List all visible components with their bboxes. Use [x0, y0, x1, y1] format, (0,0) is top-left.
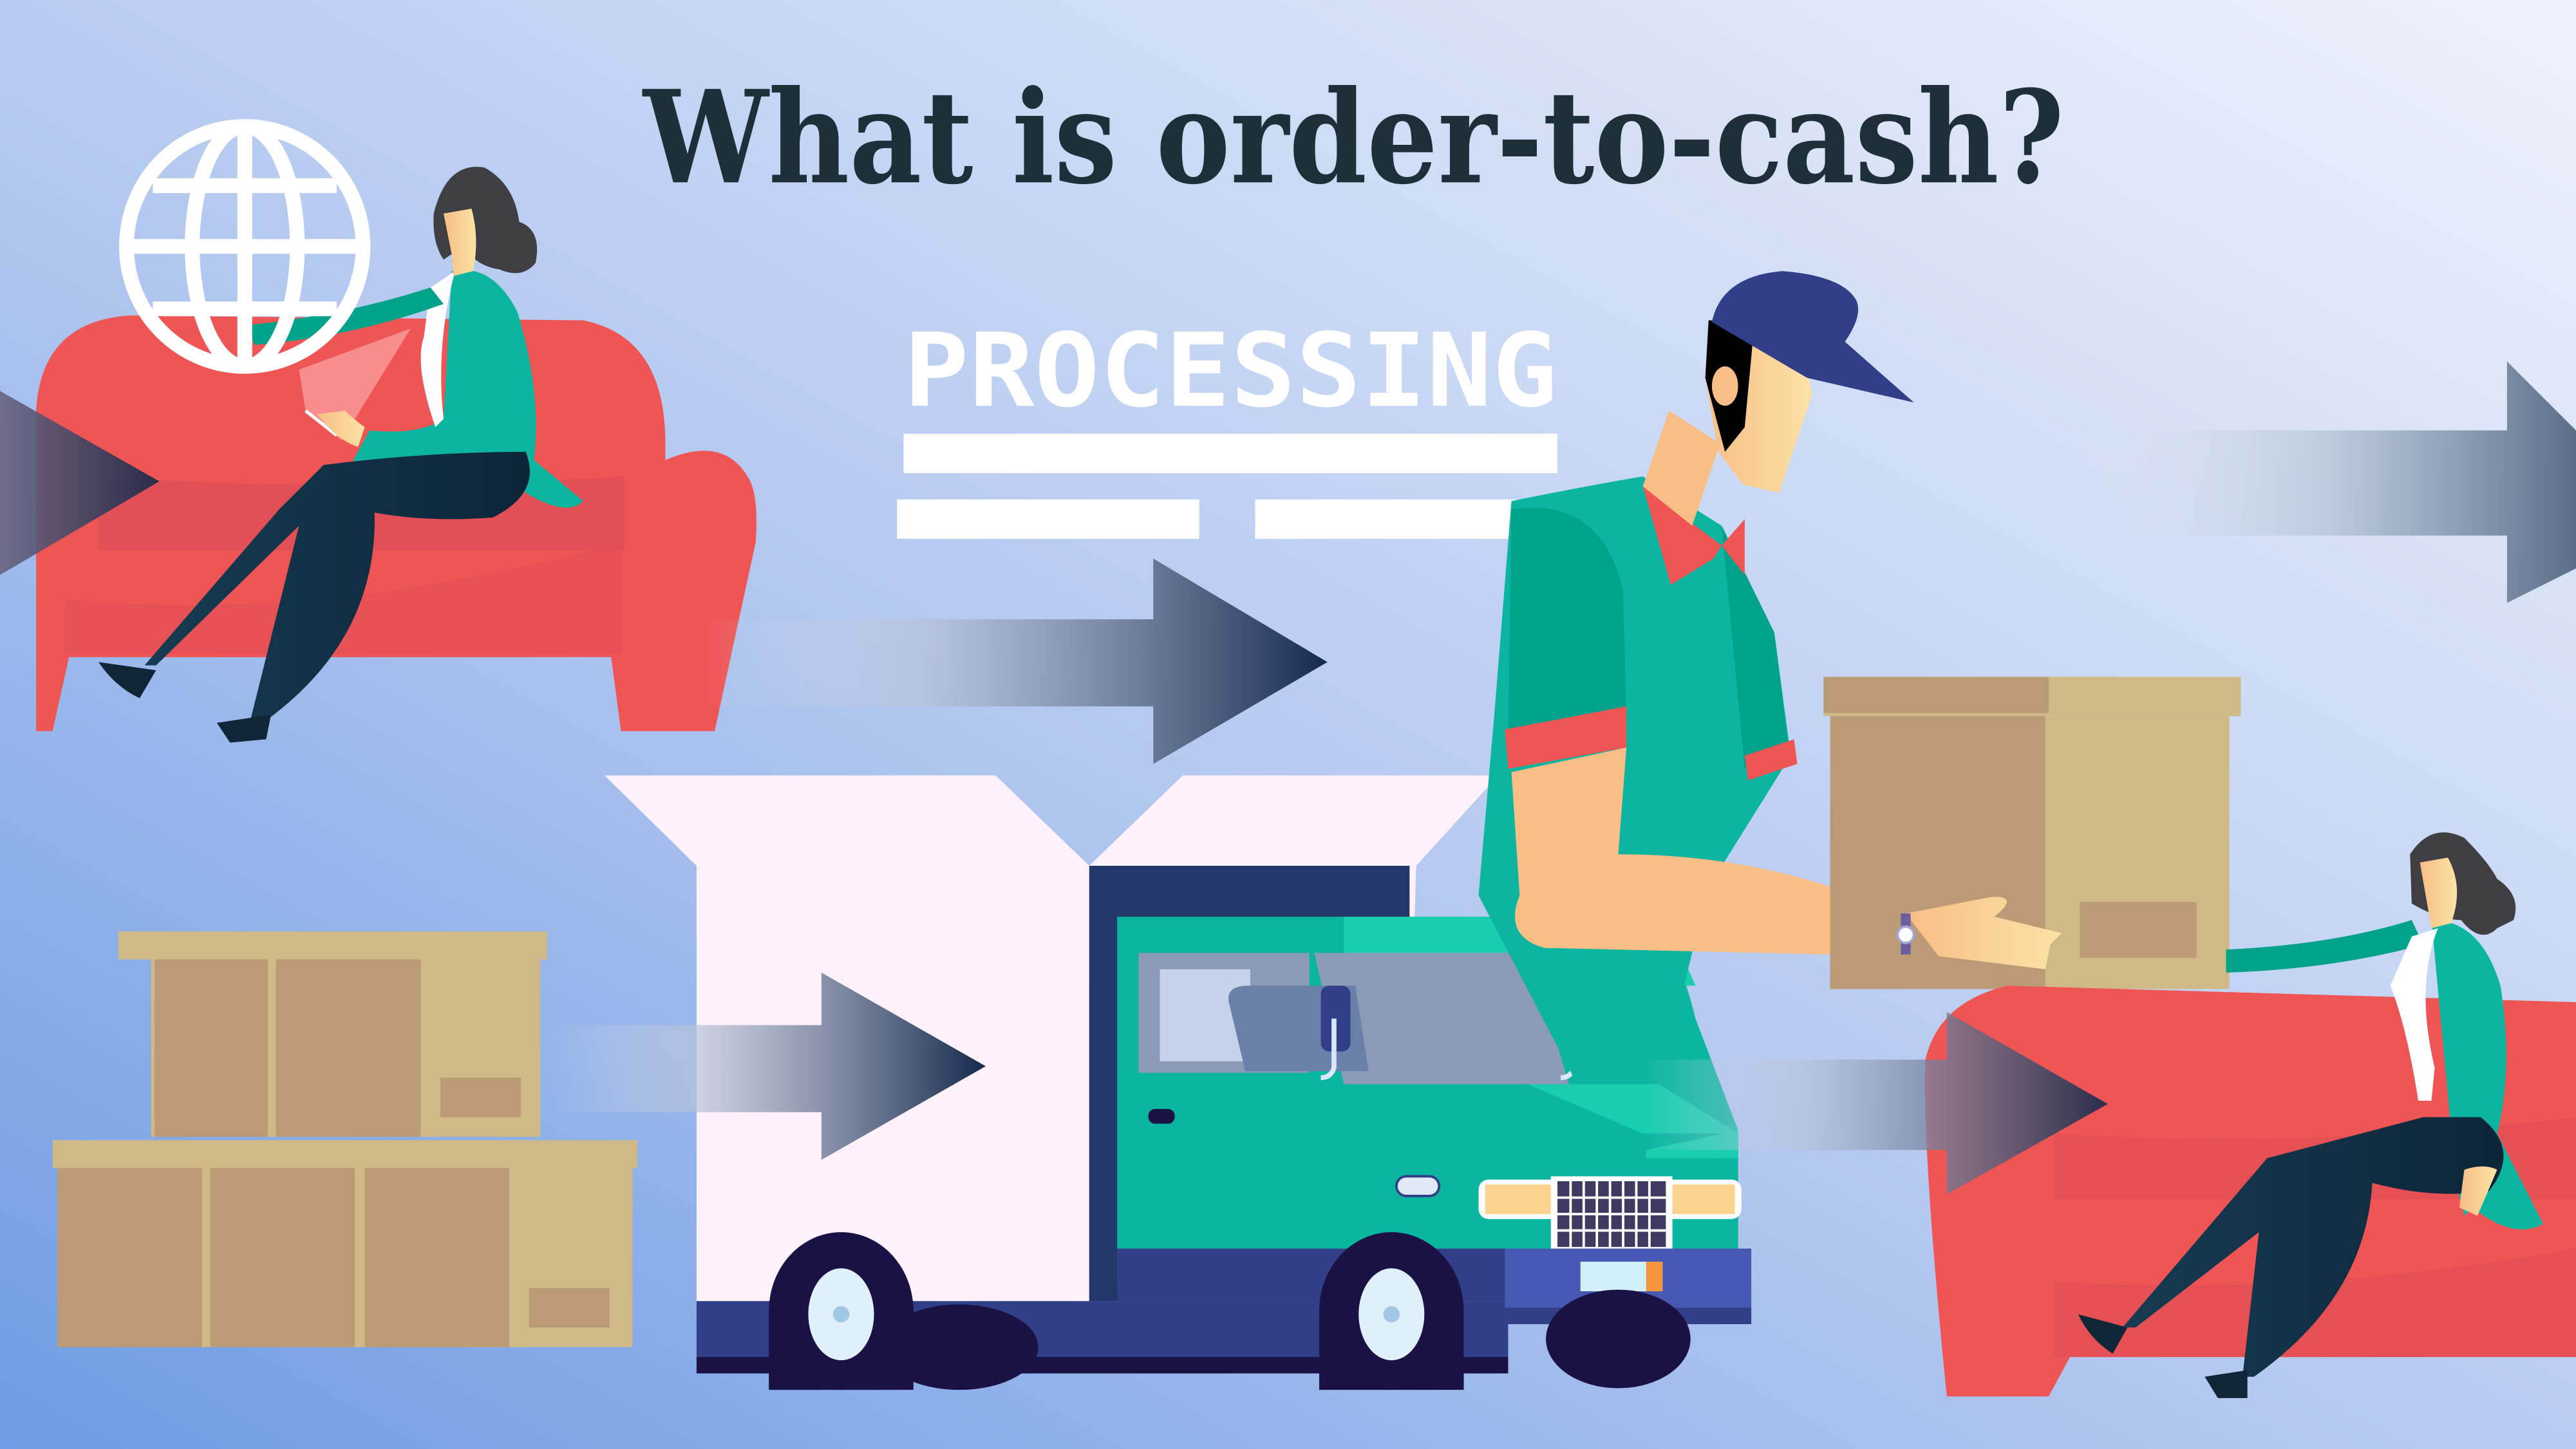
warehouse-boxes — [52, 931, 638, 1347]
page-title: What is order-to-cash? — [642, 62, 2064, 212]
woman-jacket — [353, 270, 583, 508]
woman-face — [443, 209, 476, 276]
cap-icon — [1711, 271, 1914, 403]
wheel — [1319, 1232, 1464, 1390]
wheel — [769, 1232, 914, 1390]
woman-pants — [2122, 1117, 2504, 1377]
delivery-man — [1478, 271, 2241, 1085]
wheel — [1546, 1289, 1691, 1388]
progress-bar-left — [897, 499, 1199, 539]
woman-face — [2420, 857, 2458, 928]
phone-icon — [305, 409, 338, 437]
receiving-scene — [1642, 832, 2576, 1398]
delivery-truck — [542, 775, 1752, 1390]
wheel — [880, 1304, 1039, 1390]
arrow-right-icon — [706, 558, 1328, 764]
arrow-right-icon — [2070, 361, 2576, 603]
woman-arm-sofa — [2226, 920, 2423, 973]
globe-icon — [118, 119, 371, 374]
processing-label: PROCESSING — [903, 312, 1557, 430]
progress-bar-right — [1255, 499, 1557, 539]
ordering-scene — [0, 119, 757, 743]
processing-panel: PROCESSING — [897, 312, 1557, 539]
woman-pants — [144, 451, 530, 723]
arrow-right-icon — [542, 972, 986, 1160]
arrow-right-icon — [0, 391, 160, 575]
arrow-right-icon — [1642, 1012, 2108, 1195]
progress-bar-full — [903, 433, 1557, 474]
phone-glow — [299, 328, 411, 440]
